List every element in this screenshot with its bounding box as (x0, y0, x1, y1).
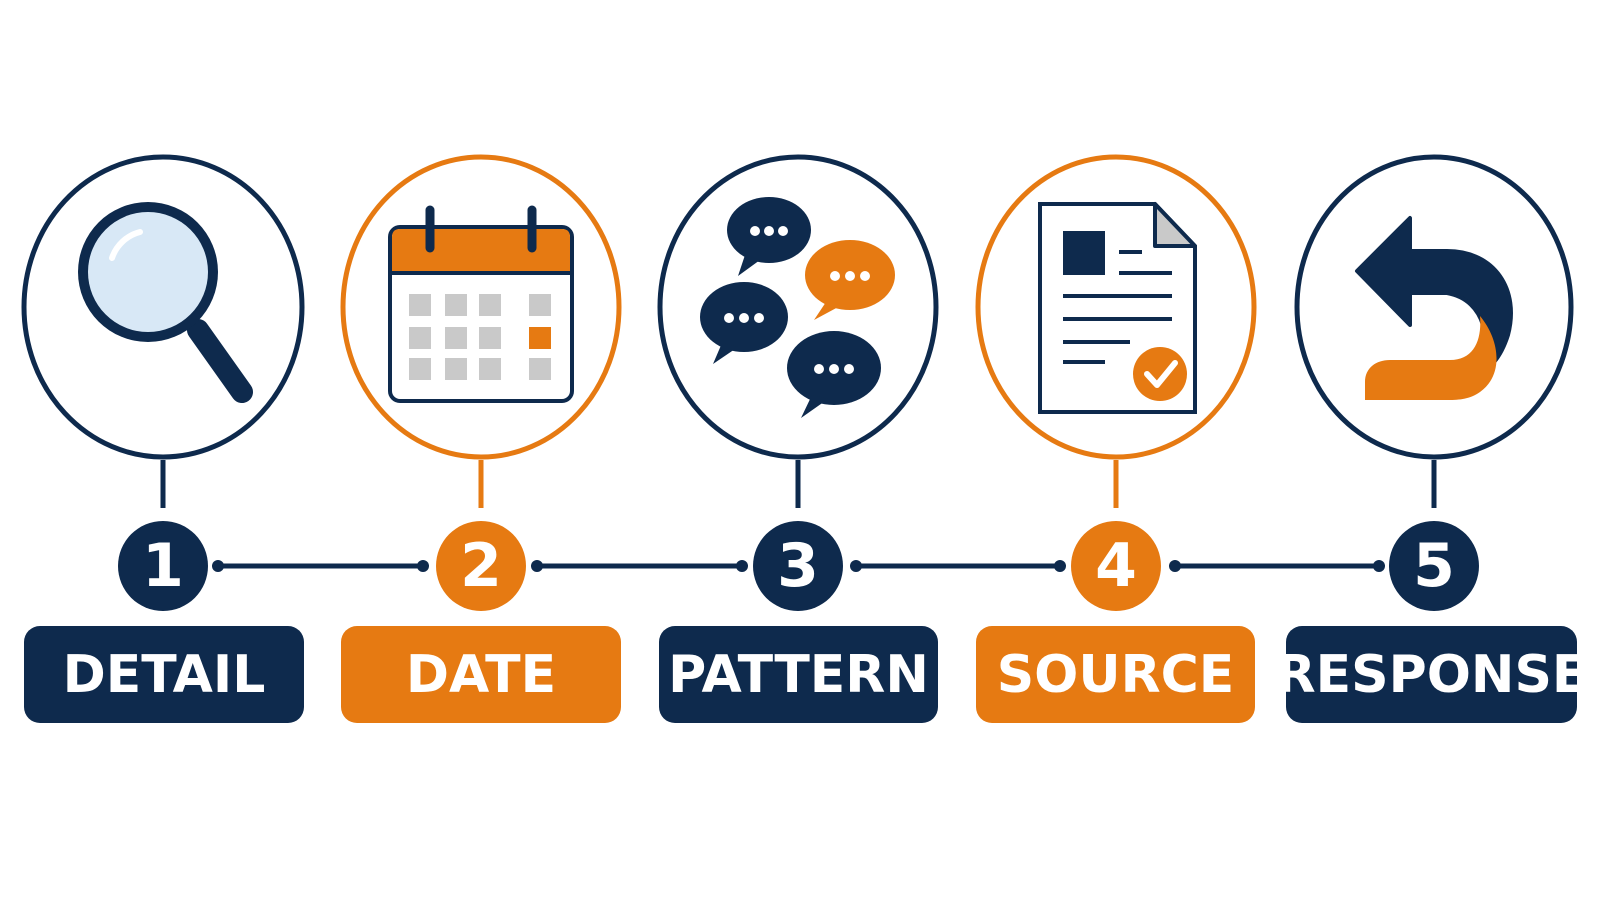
step-3-number: 3 (777, 531, 819, 601)
step-4-label-text: SOURCE (996, 644, 1235, 705)
step-1-icon-circle (21, 154, 305, 460)
step-4-number: 4 (1095, 531, 1137, 601)
step-5-label: RESPONSE (1276, 626, 1587, 723)
step-1-label-text: DETAIL (62, 644, 266, 705)
step-1-label: DETAIL (24, 626, 304, 723)
reply-arrow-icon (1355, 216, 1513, 400)
step-1-number: 1 (142, 531, 184, 601)
step-2-label-text: DATE (405, 644, 557, 705)
step-5-label-text: RESPONSE (1275, 644, 1588, 705)
step-2-icon-circle (340, 154, 622, 460)
timeline-connectors (212, 560, 1385, 572)
step-2-label: DATE (341, 626, 621, 723)
magnifying-glass-icon (78, 202, 253, 403)
step-2-number: 2 (460, 531, 502, 601)
step-5-number: 5 (1413, 531, 1455, 601)
document-check-icon (1038, 202, 1197, 414)
step-3-icon-circle (657, 154, 939, 460)
vertical-stems (160, 460, 1437, 508)
step-3-label: PATTERN (659, 626, 938, 723)
speech-bubbles-icon (700, 197, 895, 418)
step-3-label-text: PATTERN (668, 644, 929, 705)
step-badges: 1 2 3 4 5 (118, 521, 1479, 611)
step-4-label: SOURCE (976, 626, 1255, 723)
step-5-icon-circle (1294, 154, 1574, 460)
calendar-icon (388, 205, 574, 403)
step-4-icon-circle (975, 154, 1257, 460)
